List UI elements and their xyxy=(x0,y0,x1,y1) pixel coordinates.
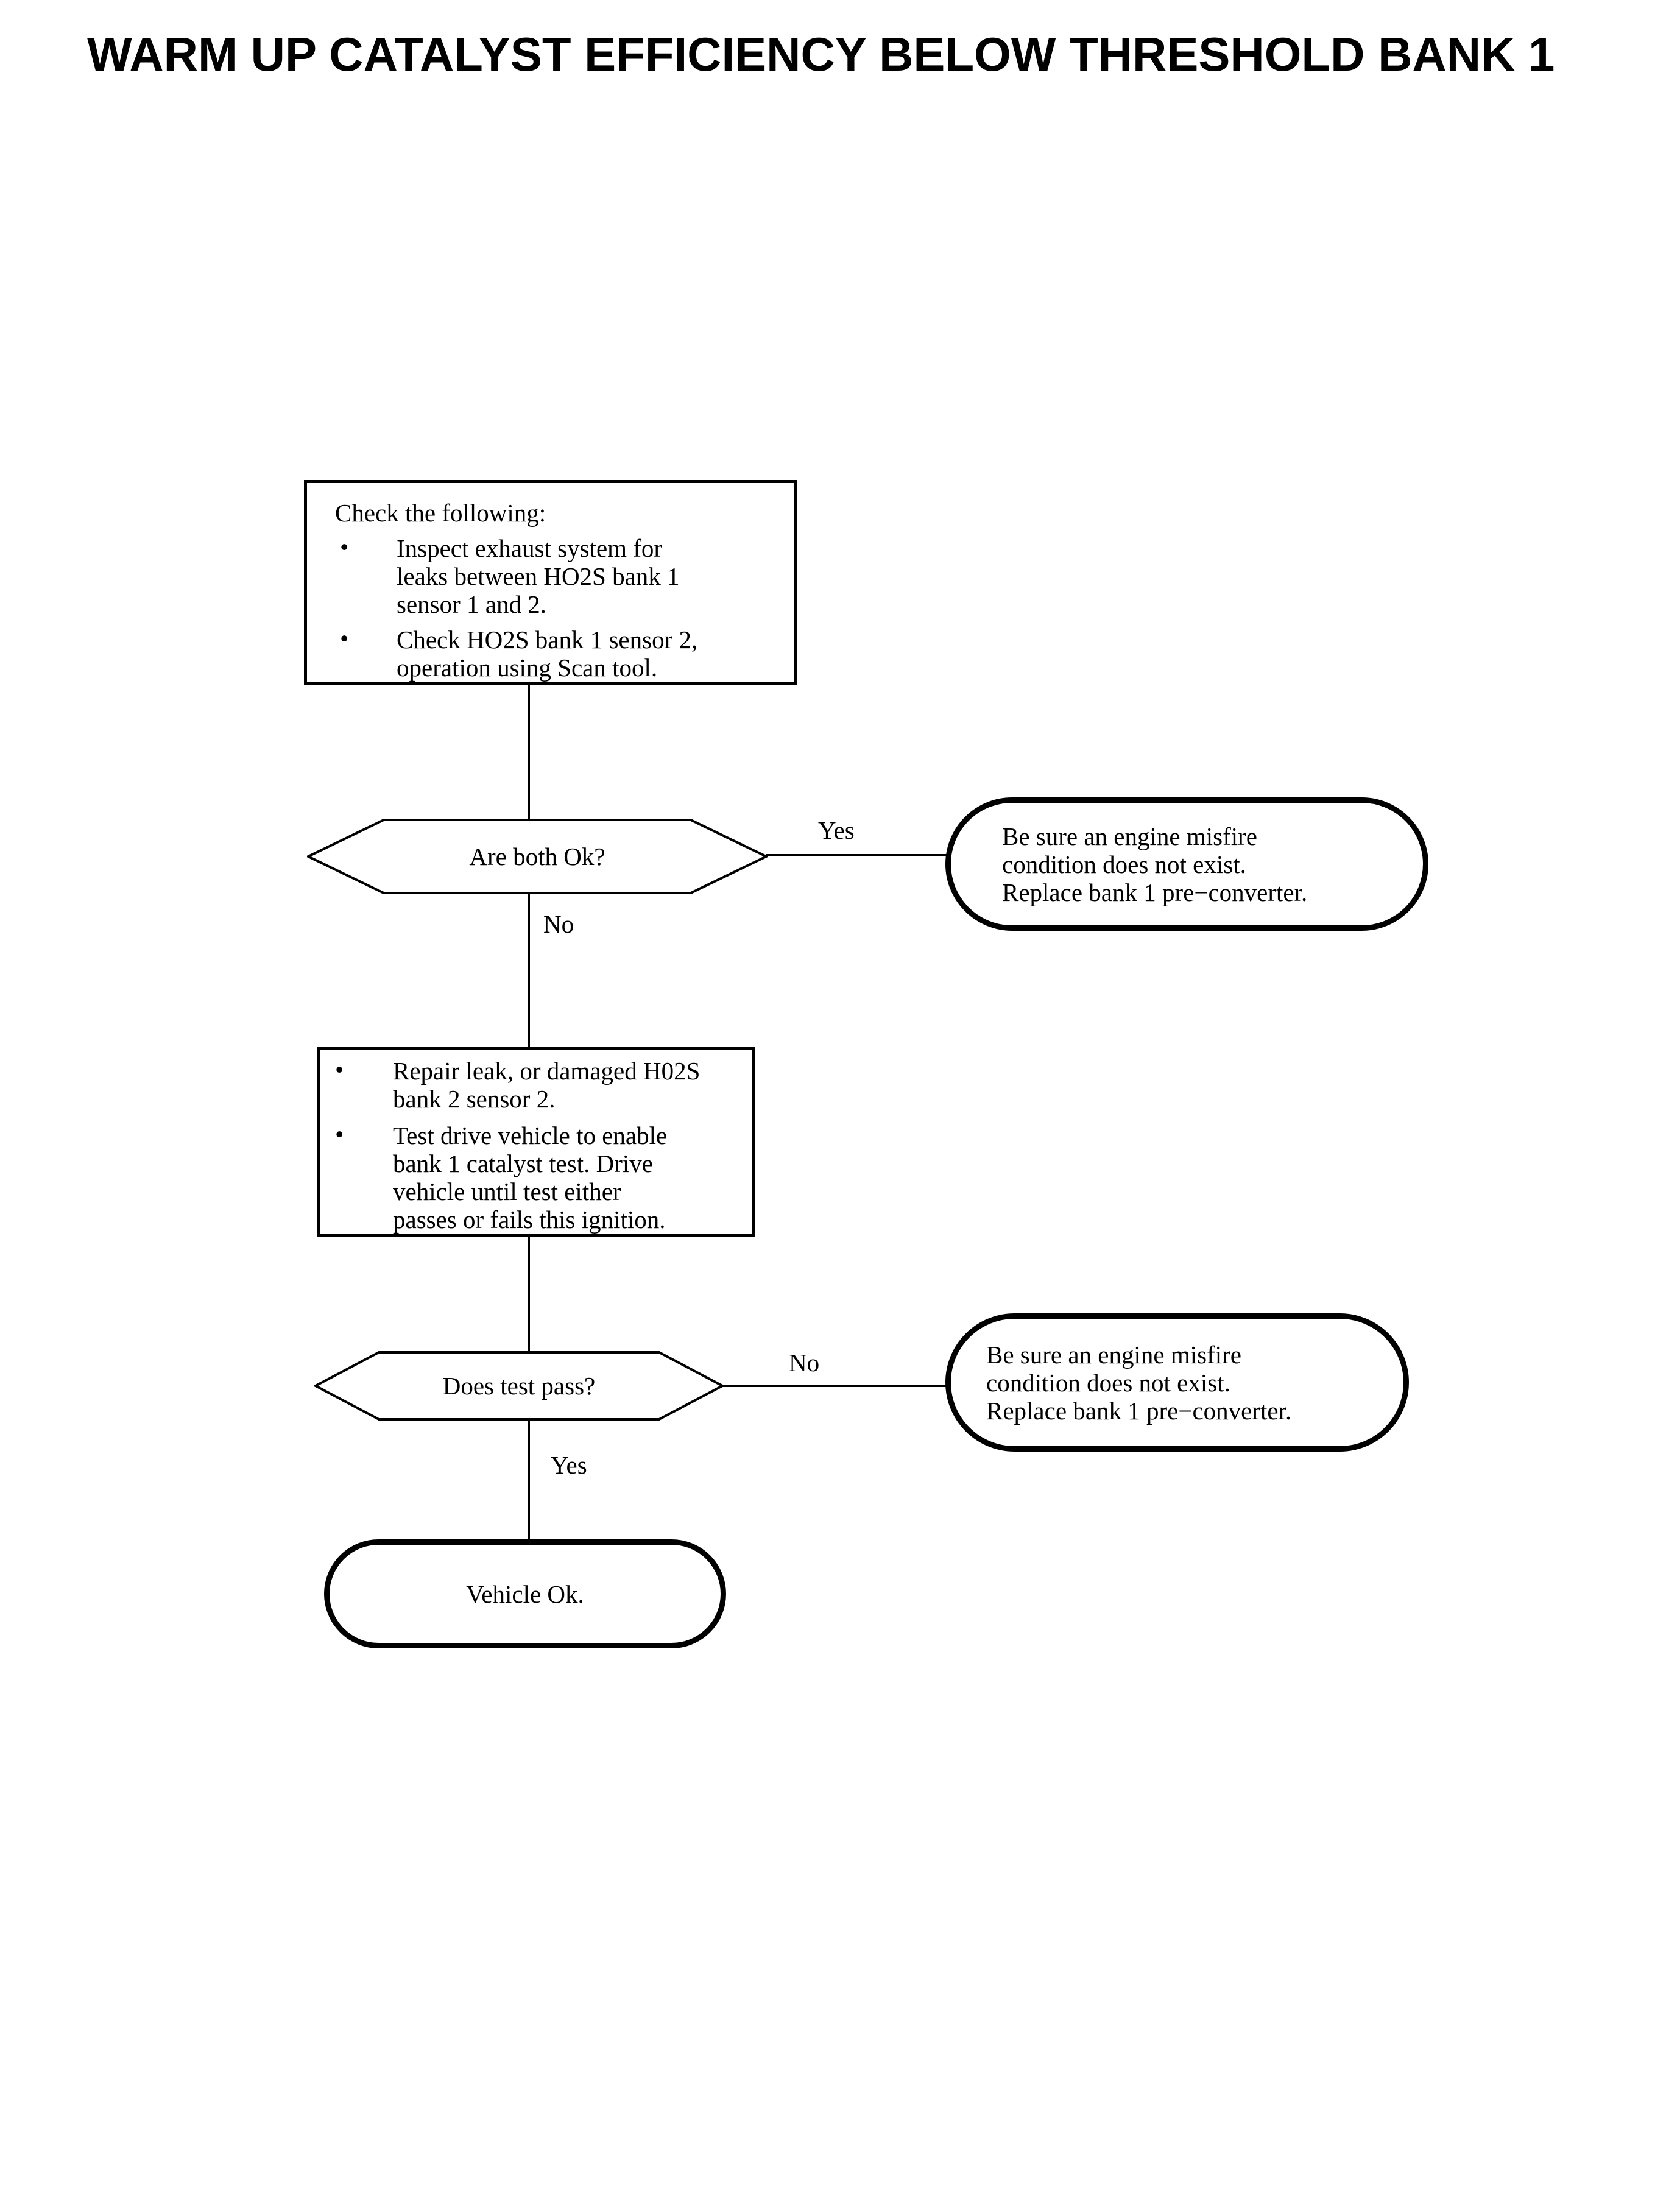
check-following-intro: Check the following: xyxy=(335,499,546,527)
node-repair-test-drive: Repair leak, or damaged H02S bank 2 sens… xyxy=(317,1047,755,1237)
connector-decision2-no xyxy=(722,1385,947,1387)
decision2-question: Does test pass? xyxy=(442,1372,596,1400)
connector-repair-to-decision2 xyxy=(528,1234,530,1352)
edge-label-decision1-yes: Yes xyxy=(818,816,855,844)
bullet-item: Repair leak, or damaged H02S bank 2 sens… xyxy=(335,1056,740,1113)
hexagon-shape xyxy=(307,819,768,894)
node-decision-are-both-ok: Are both Ok? xyxy=(307,819,768,894)
vehicle-ok-text: Vehicle Ok. xyxy=(466,1580,584,1608)
decision1-question: Are both Ok? xyxy=(469,842,605,870)
edge-label-decision1-no: No xyxy=(543,910,574,938)
edge-label-decision2-no: No xyxy=(789,1349,820,1377)
node-misfire-terminal-bottom: Be sure an engine misfire condition does… xyxy=(945,1313,1409,1452)
bullet-item: Inspect exhaust system for leaks between… xyxy=(335,533,777,618)
node-misfire-terminal-top: Be sure an engine misfire condition does… xyxy=(945,797,1428,931)
misfire-terminal-top-text: Be sure an engine misfire condition does… xyxy=(1002,822,1308,906)
repair-bullet-list: Repair leak, or damaged H02S bank 2 sens… xyxy=(335,1056,740,1234)
edge-label-decision2-yes: Yes xyxy=(551,1451,587,1479)
connector-check-to-decision1 xyxy=(528,684,530,820)
check-following-bullet-list: Inspect exhaust system for leaks between… xyxy=(335,533,777,682)
node-vehicle-ok-terminal: Vehicle Ok. xyxy=(324,1539,726,1648)
connector-decision2-yes xyxy=(528,1419,530,1541)
page-title: WARM UP CATALYST EFFICIENCY BELOW THRESH… xyxy=(87,27,1555,81)
node-check-following: Check the following: Inspect exhaust sys… xyxy=(304,480,797,685)
connector-decision1-yes xyxy=(766,854,947,856)
bullet-item: Test drive vehicle to enable bank 1 cata… xyxy=(335,1120,740,1234)
connector-decision1-no xyxy=(528,893,530,1048)
misfire-terminal-bottom-text: Be sure an engine misfire condition does… xyxy=(986,1340,1292,1425)
bullet-item: Check HO2S bank 1 sensor 2, operation us… xyxy=(335,624,777,682)
node-decision-does-test-pass: Does test pass? xyxy=(314,1351,724,1421)
